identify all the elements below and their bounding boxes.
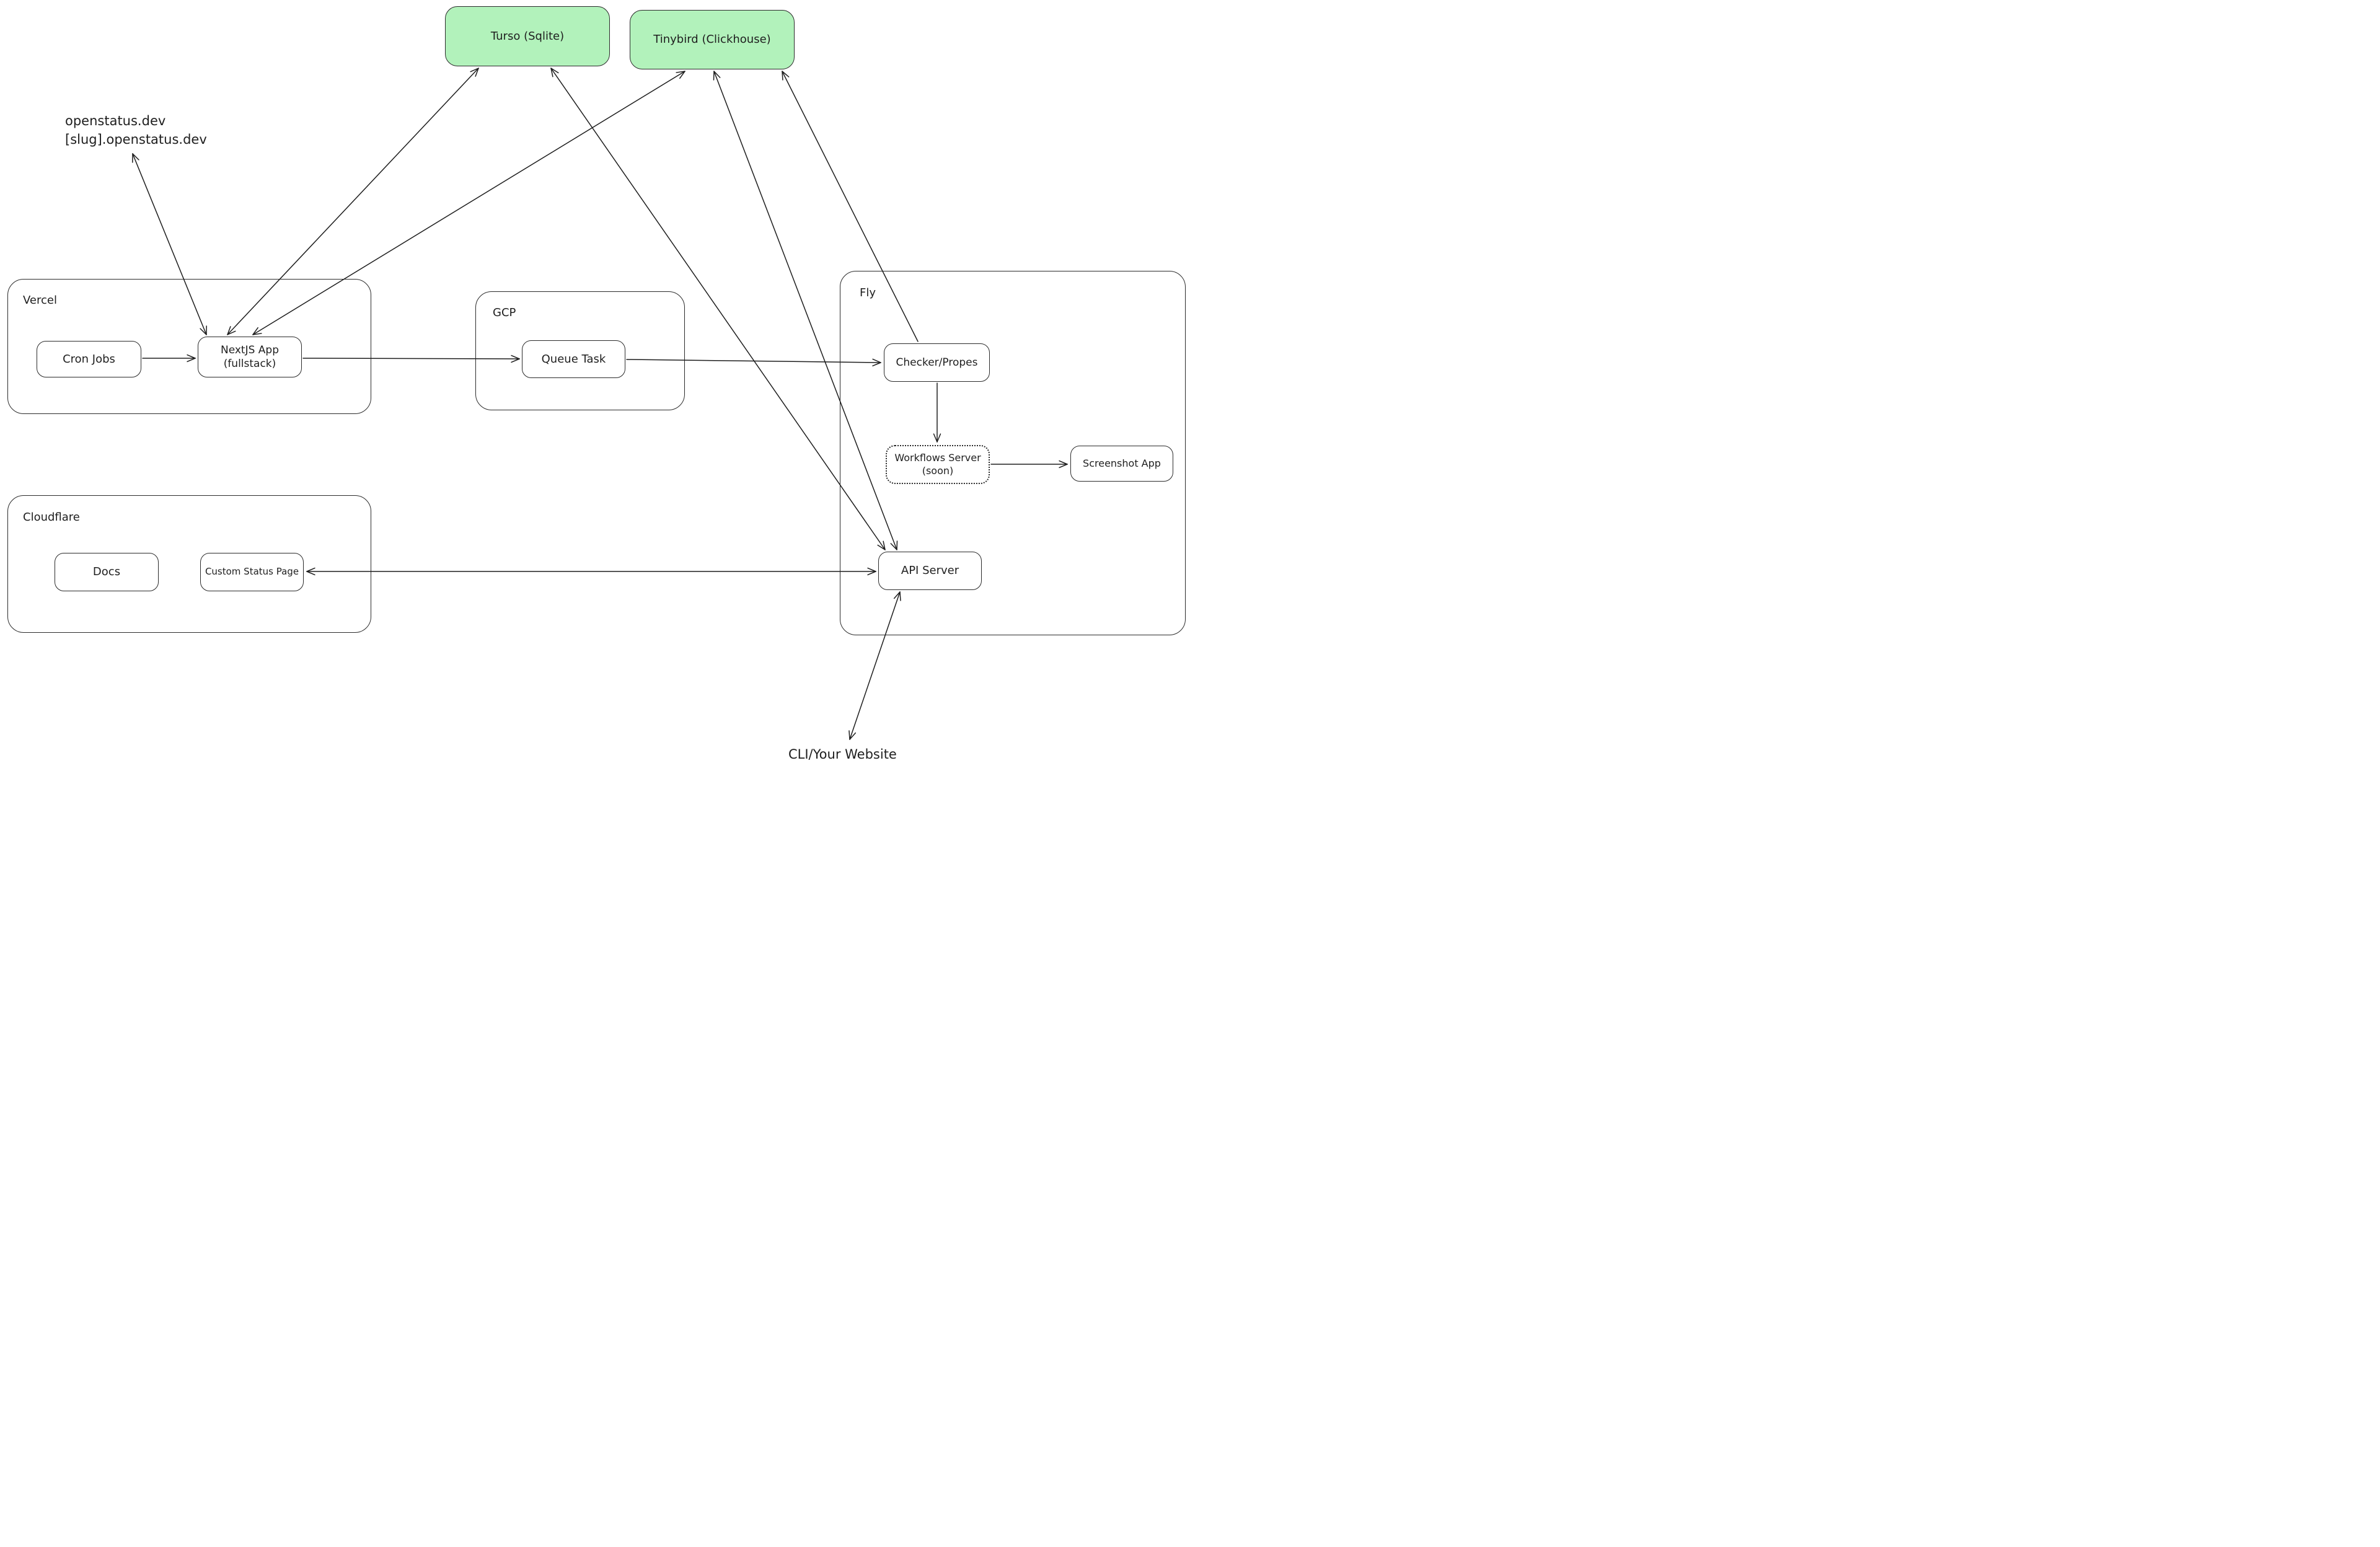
container-cloudflare: [7, 495, 371, 633]
node-workflows-server-label-line1: Workflows Server: [894, 451, 981, 464]
annotation-cli: CLI/Your Website: [788, 747, 897, 762]
node-turso: Turso (Sqlite): [445, 6, 610, 66]
node-cron-jobs: Cron Jobs: [37, 341, 141, 377]
annotation-domains: openstatus.dev [slug].openstatus.dev: [65, 112, 207, 149]
node-screenshot-app: Screenshot App: [1070, 446, 1173, 482]
arrow-api-cli-head1: [848, 730, 850, 740]
node-nextjs-app-label-line2: (fullstack): [223, 358, 276, 370]
node-api-server: API Server: [878, 552, 982, 590]
annotation-domains-line2: [slug].openstatus.dev: [65, 132, 207, 148]
arrow-checker-to-tinybird-head2: [782, 71, 783, 81]
node-screenshot-app-label: Screenshot App: [1083, 457, 1161, 469]
node-tinybird-label: Tinybird (Clickhouse): [653, 33, 771, 46]
node-nextjs-app-label-line1: NextJS App: [220, 343, 280, 356]
node-custom-status-page-label: Custom Status Page: [205, 566, 299, 578]
node-turso-label: Turso (Sqlite): [490, 29, 565, 43]
container-fly-label: Fly: [860, 286, 876, 299]
node-workflows-server: Workflows Server (soon): [886, 445, 990, 484]
container-vercel-label: Vercel: [23, 294, 57, 307]
arrow-api-turso-head1: [550, 68, 559, 74]
node-api-server-label: API Server: [901, 564, 959, 578]
arrow-nextjs-tinybird-head1: [679, 71, 685, 79]
node-nextjs-app: NextJS App (fullstack): [198, 337, 302, 377]
node-workflows-server-label-line2: (soon): [922, 464, 954, 477]
node-checker-propes: Checker/Propes: [884, 343, 990, 382]
node-docs: Docs: [55, 553, 159, 591]
arrow-api-tinybird-head1: [713, 71, 721, 78]
container-cloudflare-label: Cloudflare: [23, 511, 80, 524]
node-docs-label: Docs: [92, 565, 121, 579]
arrow-checker-to-tinybird-head1: [782, 71, 790, 77]
node-custom-status-page: Custom Status Page: [200, 553, 304, 591]
arrow-api-turso-head2: [550, 68, 553, 77]
arrow-openstatus-nextjs-head1: [132, 153, 139, 161]
container-gcp-label: GCP: [493, 306, 516, 319]
arrow-nextjs-turso-head2: [470, 68, 479, 73]
arrow-nextjs-turso-head1: [475, 68, 479, 77]
node-queue-task-label: Queue Task: [541, 352, 606, 366]
node-cron-jobs-label: Cron Jobs: [63, 352, 115, 366]
node-queue-task: Queue Task: [522, 340, 625, 378]
annotation-domains-line1: openstatus.dev: [65, 113, 166, 128]
arrow-nextjs-tinybird-head2: [676, 71, 685, 73]
arrow-api-cli-head2: [849, 732, 857, 740]
node-checker-propes-label: Checker/Propes: [896, 356, 978, 369]
node-tinybird: Tinybird (Clickhouse): [630, 10, 795, 69]
architecture-diagram: Vercel GCP Fly Cloudflare Turso (Sqlite)…: [0, 0, 1190, 774]
